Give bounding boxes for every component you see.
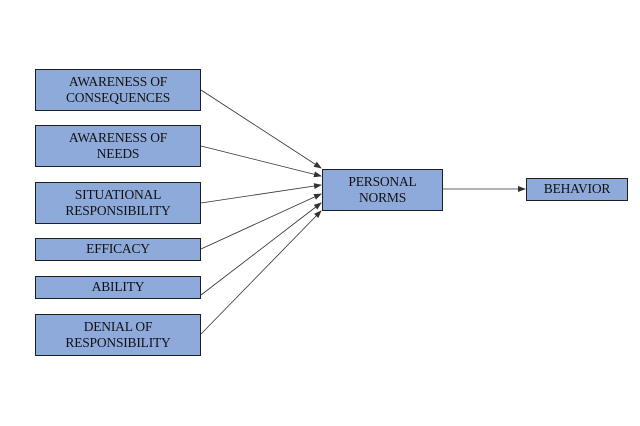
box-efficacy: EFFICACY bbox=[35, 238, 201, 261]
label-line: EFFICACY bbox=[86, 241, 150, 257]
arrow-efficacy-to-personal-norms bbox=[200, 193, 322, 250]
label-line: DENIAL OF bbox=[83, 318, 153, 334]
arrow-situational-to-personal-norms bbox=[200, 183, 322, 204]
box-label: DENIAL OF RESPONSIBILITY bbox=[65, 319, 170, 351]
label-line: CONSEQUENCES bbox=[65, 90, 171, 105]
label-line: RESPONSIBILITY bbox=[65, 335, 171, 350]
arrow-ability-to-personal-norms bbox=[200, 202, 322, 296]
box-label: PERSONAL NORMS bbox=[348, 174, 416, 206]
label-line: BEHAVIOR bbox=[543, 181, 611, 197]
box-denial-of-responsibility: DENIAL OF RESPONSIBILITY bbox=[35, 314, 201, 356]
arrow-denial-to-personal-norms bbox=[200, 210, 322, 335]
label-line: NORMS bbox=[358, 190, 406, 205]
label-line: PERSONAL bbox=[348, 173, 417, 189]
label-line: SITUATIONAL bbox=[74, 186, 162, 202]
box-awareness-of-consequences: AWARENESS OF CONSEQUENCES bbox=[35, 69, 201, 111]
arrow-awareness-needs-to-personal-norms bbox=[200, 145, 322, 178]
box-ability: ABILITY bbox=[35, 276, 201, 299]
label-line: AWARENESS OF bbox=[68, 129, 168, 145]
box-awareness-of-needs: AWARENESS OF NEEDS bbox=[35, 125, 201, 167]
label-line: NEEDS bbox=[96, 146, 140, 161]
box-personal-norms: PERSONAL NORMS bbox=[322, 169, 443, 211]
box-label: AWARENESS OF NEEDS bbox=[69, 130, 167, 162]
box-label: SITUATIONAL RESPONSIBILITY bbox=[65, 187, 170, 219]
box-label: AWARENESS OF CONSEQUENCES bbox=[66, 74, 170, 106]
box-behavior: BEHAVIOR bbox=[526, 178, 628, 201]
label-line: ABILITY bbox=[91, 279, 145, 295]
label-line: RESPONSIBILITY bbox=[65, 203, 171, 218]
arrow-awareness-consequences-to-personal-norms bbox=[200, 89, 322, 169]
label-line: AWARENESS OF bbox=[68, 73, 168, 89]
box-situational-responsibility: SITUATIONAL RESPONSIBILITY bbox=[35, 182, 201, 224]
